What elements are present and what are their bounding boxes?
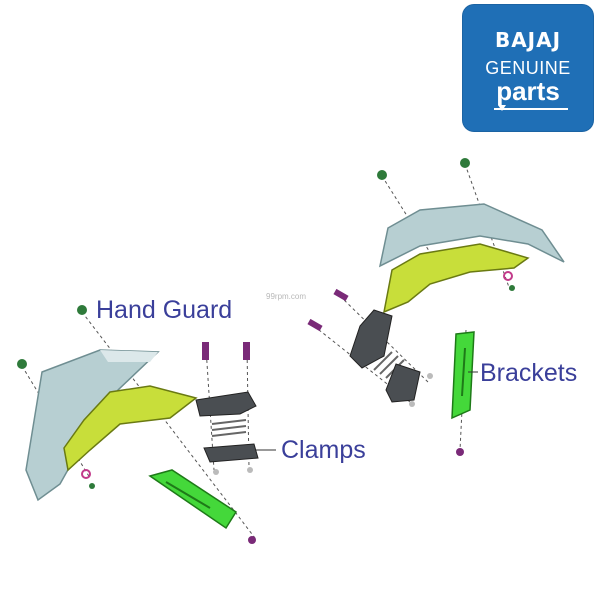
right-hand-guard-shell (378, 203, 565, 268)
brackets-label: Brackets (480, 359, 578, 387)
hand-guard-label: Hand Guard (96, 296, 233, 324)
left-bracket (148, 469, 238, 530)
bajaj-genuine-parts-logo: BAJAJ GENUINE parts (462, 4, 594, 132)
watermark: 99rpm.com (266, 292, 307, 301)
logo-parts: parts (496, 76, 560, 106)
clamps-label: Clamps (281, 436, 366, 464)
left-clamp-upper (195, 391, 257, 417)
right-clamp-lower (385, 363, 421, 403)
right-clamp-upper (349, 309, 393, 369)
logo-brand: BAJAJ (494, 28, 562, 52)
left-hand-guard-inner (63, 385, 198, 472)
logo-genuine: GENUINE (485, 58, 571, 78)
logo-arrow-icon (498, 105, 506, 111)
right-hand-guard-inner (383, 243, 530, 314)
right-bracket (451, 331, 475, 420)
leader-lines (256, 371, 478, 451)
left-clamp-plates (211, 419, 247, 437)
left-screws (17, 305, 256, 544)
right-screws (307, 158, 515, 456)
left-clamp-lower (203, 443, 259, 463)
logo-underline (494, 108, 568, 110)
